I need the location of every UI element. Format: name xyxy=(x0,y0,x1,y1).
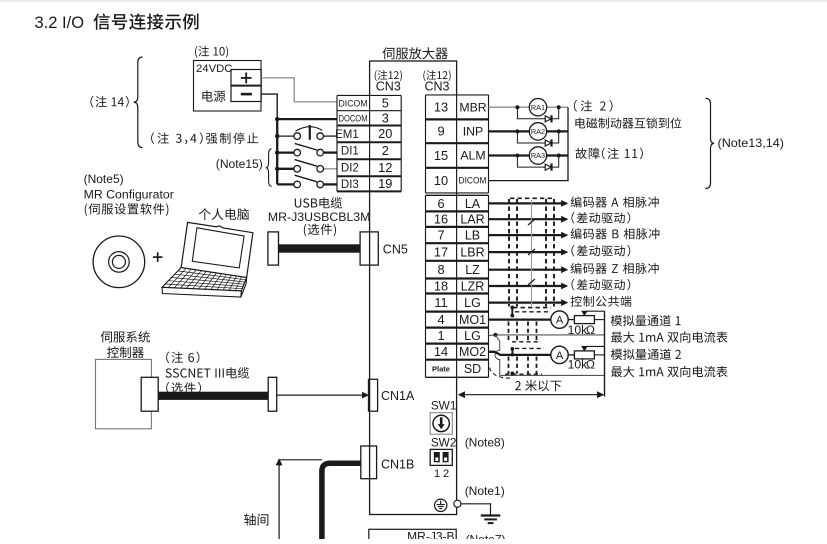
svg-text:MR-J3-B: MR-J3-B xyxy=(407,530,454,539)
svg-text:(Note8): (Note8) xyxy=(465,435,505,449)
svg-text:16: 16 xyxy=(434,212,448,227)
svg-text:7: 7 xyxy=(437,228,444,243)
svg-text:SW1: SW1 xyxy=(431,398,457,412)
svg-text:20: 20 xyxy=(378,126,392,141)
svg-text:DI2: DI2 xyxy=(341,163,359,175)
svg-text:LZR: LZR xyxy=(461,279,485,293)
svg-text:DI3: DI3 xyxy=(341,179,359,191)
svg-text:(Note15): (Note15) xyxy=(216,157,263,171)
svg-text:12: 12 xyxy=(378,160,392,175)
svg-text:11: 11 xyxy=(434,295,447,310)
svg-text:3.2 I/O: 3.2 I/O xyxy=(35,14,85,32)
svg-text:4: 4 xyxy=(437,312,444,327)
svg-text:10k: 10k xyxy=(568,323,589,337)
svg-text:DICOM: DICOM xyxy=(339,98,368,108)
svg-text:(Note5): (Note5) xyxy=(84,172,124,186)
svg-text:RA3: RA3 xyxy=(531,151,545,160)
svg-text:DI1: DI1 xyxy=(341,146,359,158)
svg-text:LG: LG xyxy=(464,329,481,343)
svg-text:CN1A: CN1A xyxy=(381,389,415,403)
svg-text:Ω: Ω xyxy=(586,323,595,337)
svg-text:CN5: CN5 xyxy=(383,243,408,257)
svg-text:(Note1): (Note1) xyxy=(465,484,505,498)
svg-text:INP: INP xyxy=(463,125,484,139)
svg-text:3: 3 xyxy=(382,110,389,125)
svg-text:5: 5 xyxy=(382,95,389,110)
svg-text:(Note7): (Note7) xyxy=(466,533,506,540)
svg-text:A: A xyxy=(556,350,564,362)
svg-text:LB: LB xyxy=(465,229,480,243)
svg-text:A: A xyxy=(556,315,564,327)
svg-text:Ω: Ω xyxy=(586,358,595,372)
svg-text:MBR: MBR xyxy=(459,100,486,114)
svg-text:13: 13 xyxy=(434,100,448,115)
svg-text:DICOM: DICOM xyxy=(459,175,487,185)
svg-text:(Note13,14): (Note13,14) xyxy=(718,136,785,150)
svg-text:CN3: CN3 xyxy=(424,80,449,94)
svg-text:CN1B: CN1B xyxy=(381,457,414,471)
svg-text:SD: SD xyxy=(464,362,481,376)
svg-text:14: 14 xyxy=(434,344,448,359)
svg-text:EM1: EM1 xyxy=(335,129,359,141)
svg-text:18: 18 xyxy=(434,278,448,293)
svg-text:6: 6 xyxy=(437,196,444,211)
svg-text:15: 15 xyxy=(434,148,448,163)
svg-text:Plate: Plate xyxy=(432,364,450,373)
svg-text:10k: 10k xyxy=(568,358,589,372)
svg-text:MO2: MO2 xyxy=(459,345,486,359)
svg-text:17: 17 xyxy=(434,244,448,259)
svg-text:2: 2 xyxy=(443,468,449,480)
svg-text:MR-J3USBCBL3M: MR-J3USBCBL3M xyxy=(268,210,371,224)
svg-text:ALM: ALM xyxy=(460,149,485,163)
svg-text:RA2: RA2 xyxy=(531,127,545,136)
svg-text:19: 19 xyxy=(378,176,392,191)
svg-text:LA: LA xyxy=(465,197,481,211)
svg-text:9: 9 xyxy=(437,124,444,139)
svg-text:SW2: SW2 xyxy=(431,435,457,449)
svg-text:LAR: LAR xyxy=(460,213,484,227)
svg-text:LBR: LBR xyxy=(460,245,484,259)
svg-text:LZ: LZ xyxy=(465,263,480,277)
svg-text:10: 10 xyxy=(434,173,448,188)
svg-text:1: 1 xyxy=(434,468,440,480)
svg-text:2: 2 xyxy=(382,143,389,158)
svg-text:CN3: CN3 xyxy=(376,80,401,94)
svg-text:LG: LG xyxy=(464,296,481,310)
svg-text:DOCOM: DOCOM xyxy=(339,113,368,123)
svg-text:MO1: MO1 xyxy=(459,313,486,327)
svg-text:MR Configurator: MR Configurator xyxy=(84,187,174,201)
svg-text:8: 8 xyxy=(437,262,444,277)
svg-text:1: 1 xyxy=(437,328,444,343)
svg-text:RA1: RA1 xyxy=(531,103,545,112)
svg-text:24VDC: 24VDC xyxy=(196,63,232,75)
